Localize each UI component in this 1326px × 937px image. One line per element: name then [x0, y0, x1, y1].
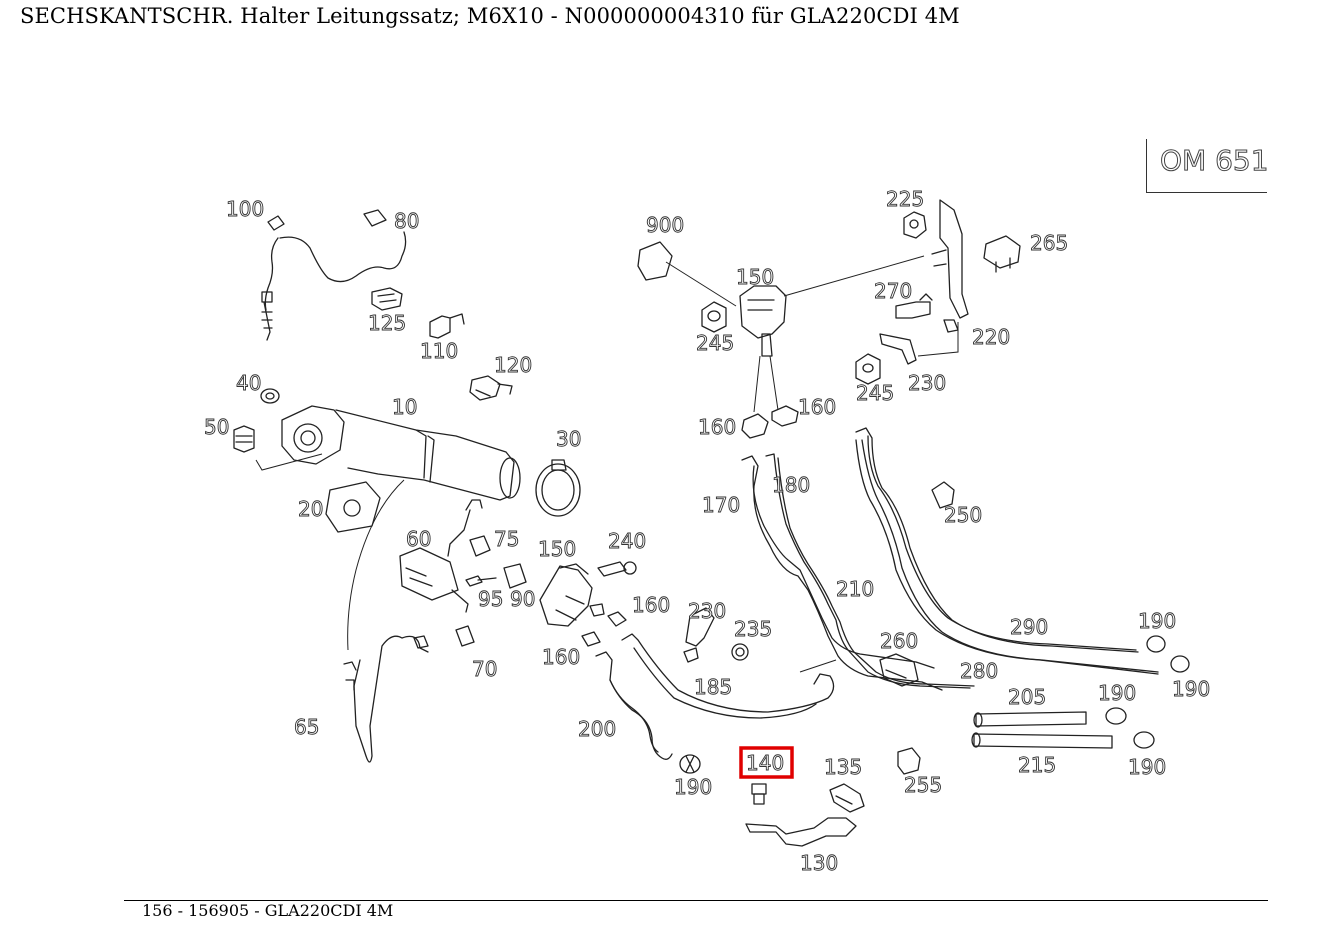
part-label-190-e[interactable]: 190 [1128, 755, 1167, 780]
bottom-bracket-drawing [679, 754, 865, 847]
part-label-125[interactable]: 125 [368, 311, 407, 336]
lower-sensor-drawing [539, 561, 837, 760]
part-label-150-lower[interactable]: 150 [538, 537, 577, 562]
part-label-75[interactable]: 75 [494, 527, 520, 552]
part-label-160-c[interactable]: 160 [698, 415, 737, 440]
part-label-80[interactable]: 80 [394, 209, 420, 234]
part-label-135[interactable]: 135 [824, 755, 863, 780]
bracket-clips-drawing [371, 287, 513, 401]
upper-sensor-drawing [637, 241, 925, 439]
highlight-box-140 [739, 746, 794, 779]
part-label-215[interactable]: 215 [1018, 753, 1057, 778]
part-label-110[interactable]: 110 [420, 339, 459, 364]
part-label-90[interactable]: 90 [510, 587, 536, 612]
part-label-30[interactable]: 30 [556, 427, 582, 452]
sensor-cable-drawing [261, 209, 407, 341]
part-label-180[interactable]: 180 [772, 473, 811, 498]
part-label-190-b[interactable]: 190 [1138, 609, 1177, 634]
part-label-250[interactable]: 250 [944, 503, 983, 528]
part-label-150-upper[interactable]: 150 [736, 265, 775, 290]
part-label-200[interactable]: 200 [578, 717, 617, 742]
part-label-255[interactable]: 255 [904, 773, 943, 798]
part-label-230-lower[interactable]: 230 [688, 599, 727, 624]
part-label-190-c[interactable]: 190 [1172, 677, 1211, 702]
part-label-10[interactable]: 10 [392, 395, 418, 420]
part-label-65[interactable]: 65 [294, 715, 320, 740]
part-label-245-a[interactable]: 245 [696, 331, 735, 356]
small-clips-drawing [879, 635, 1190, 775]
part-label-60[interactable]: 60 [406, 527, 432, 552]
part-label-230-upper[interactable]: 230 [908, 371, 947, 396]
part-label-220[interactable]: 220 [972, 325, 1011, 350]
part-label-280[interactable]: 280 [960, 659, 999, 684]
part-labels: 100 80 125 110 120 40 10 50 30 20 60 75 … [204, 187, 1211, 876]
part-label-225[interactable]: 225 [886, 187, 925, 212]
part-label-245-b[interactable]: 245 [856, 381, 895, 406]
part-label-130[interactable]: 130 [800, 851, 839, 876]
part-label-190-a[interactable]: 190 [674, 775, 713, 800]
part-label-190-d[interactable]: 190 [1098, 681, 1137, 706]
right-bracket-drawing [855, 199, 1021, 385]
part-label-20[interactable]: 20 [298, 497, 324, 522]
part-label-205[interactable]: 205 [1008, 685, 1047, 710]
pressure-sensor-group-drawing [343, 499, 527, 763]
footer-divider [124, 900, 1268, 901]
engine-code-label: OM 651 [1160, 144, 1270, 178]
part-label-40[interactable]: 40 [236, 371, 262, 396]
part-label-50[interactable]: 50 [204, 415, 230, 440]
part-label-120[interactable]: 120 [494, 353, 533, 378]
part-label-210[interactable]: 210 [836, 577, 875, 602]
part-label-240[interactable]: 240 [608, 529, 647, 554]
part-label-900[interactable]: 900 [646, 213, 685, 238]
part-label-160-b[interactable]: 160 [542, 645, 581, 670]
part-label-70[interactable]: 70 [472, 657, 498, 682]
part-label-290[interactable]: 290 [1010, 615, 1049, 640]
part-label-185[interactable]: 185 [694, 675, 733, 700]
footer-model-reference: 156 - 156905 - GLA220CDI 4M [142, 901, 394, 920]
part-label-160-a[interactable]: 160 [632, 593, 671, 618]
part-label-95[interactable]: 95 [478, 587, 504, 612]
part-label-100[interactable]: 100 [226, 197, 265, 222]
part-label-265[interactable]: 265 [1030, 231, 1069, 256]
part-label-260[interactable]: 260 [880, 629, 919, 654]
part-label-270[interactable]: 270 [874, 279, 913, 304]
hose-lines-drawing [741, 427, 1159, 749]
part-label-140[interactable]: 140 [746, 751, 785, 776]
particle-filter-drawing [233, 388, 581, 651]
part-label-160-d[interactable]: 160 [798, 395, 837, 420]
part-label-170[interactable]: 170 [702, 493, 741, 518]
engine-code-frame [1146, 139, 1267, 193]
page-title: SECHSKANTSCHR. Halter Leitungssatz; M6X1… [20, 4, 960, 28]
part-label-235[interactable]: 235 [734, 617, 773, 642]
